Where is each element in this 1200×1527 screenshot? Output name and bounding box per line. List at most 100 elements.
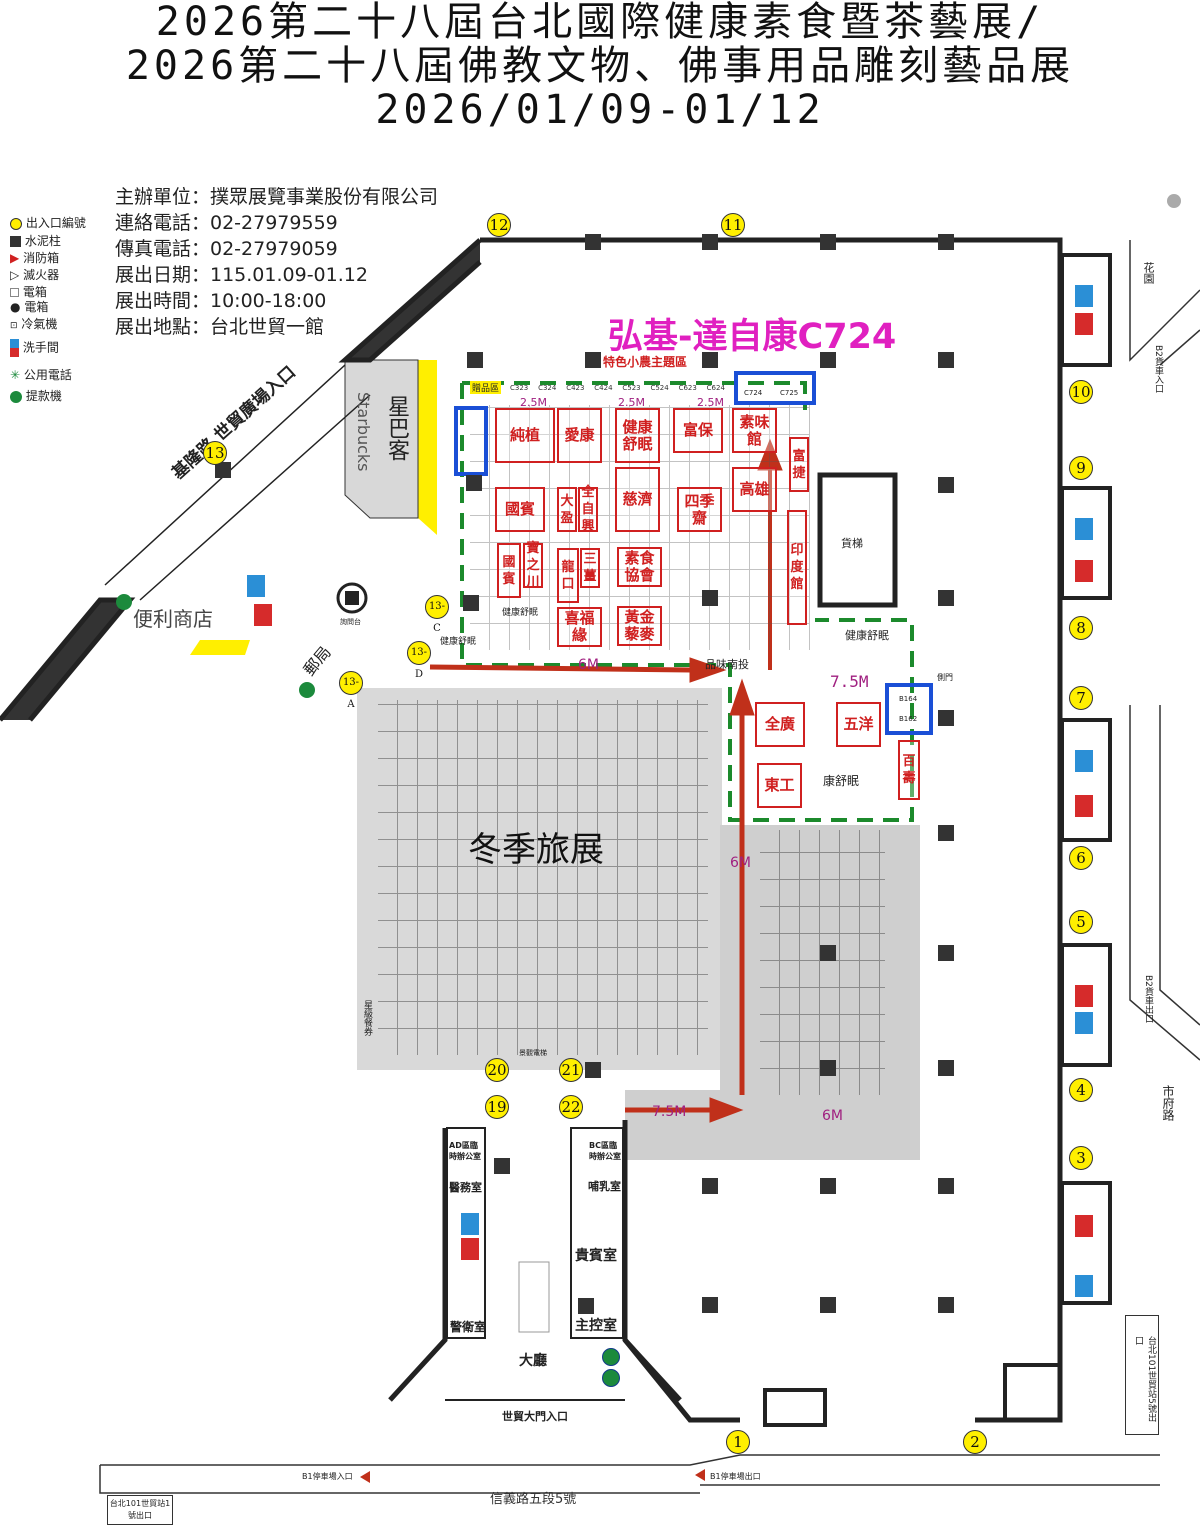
mrt-exit-5: 台北101世貿站5號出口 — [1125, 1315, 1159, 1435]
exit-marker: 10 — [1069, 380, 1093, 404]
booth-block[interactable]: 寶之川 — [523, 541, 543, 590]
pillar-icon — [215, 462, 231, 478]
booth-block[interactable]: 素食協會 — [617, 547, 662, 587]
booth-block[interactable]: 國賓 — [495, 487, 545, 532]
freight-elevator-label: 貨梯 — [841, 537, 863, 550]
booth-block[interactable]: 印度館 — [787, 510, 807, 625]
booth-block[interactable]: 富保 — [673, 408, 723, 453]
restroom-icon — [461, 1213, 479, 1235]
xinyi-road-label: 信義路五段5號 — [490, 1492, 577, 1507]
medical-room-label: 醫務室 — [449, 1181, 482, 1194]
highlight-box-b164[interactable]: B164 B162 — [885, 683, 933, 735]
atm-icon — [10, 389, 22, 403]
booth-block[interactable]: 高雄 — [732, 467, 777, 512]
pillar-icon — [585, 352, 601, 368]
side-door-label: 側門 — [937, 673, 953, 682]
aisle-width: 7.5M — [830, 672, 869, 691]
booth-block[interactable]: 慈濟 — [615, 467, 660, 532]
atm-icon — [299, 682, 315, 698]
exit-number-icon — [10, 216, 22, 230]
pillar-icon — [938, 710, 954, 726]
restroom-icon — [1075, 985, 1093, 1007]
control-room-label: 主控室 — [575, 1318, 617, 1334]
restroom-icon — [1075, 285, 1093, 307]
aisle-width: 2.5M — [520, 396, 547, 409]
exit-marker: 12 — [487, 213, 511, 237]
winter-travel-label: 冬季旅展 — [468, 830, 604, 870]
aisle-width: 6M — [730, 855, 751, 871]
aisle-width: 2.5M — [697, 396, 724, 409]
public-phone-icon: ✳ — [10, 368, 21, 382]
air-conditioner-icon: ⊡ — [10, 321, 18, 331]
pillar-icon — [820, 234, 836, 250]
atm-icon — [602, 1369, 620, 1387]
booth-block[interactable]: 全自興 — [578, 485, 598, 534]
highlight-box-c-left[interactable] — [454, 406, 488, 476]
booth-block[interactable]: 黃金藜麥 — [617, 606, 662, 646]
aisle-width: 7.5M — [652, 1104, 687, 1120]
booth-block[interactable]: 健康舒眠 — [615, 408, 660, 463]
exit-marker: 4 — [1069, 1078, 1093, 1102]
pillar-icon — [938, 590, 954, 606]
b2-truck-entrance-label: B2貨車入口 — [1153, 345, 1163, 393]
booth-block[interactable]: 大盈 — [557, 487, 577, 532]
booth-block[interactable]: 富捷 — [789, 437, 809, 492]
aisle-width: 2.5M — [618, 396, 645, 409]
aisle-arrows — [429, 438, 783, 1123]
restroom-icon — [1075, 1012, 1093, 1034]
pillar-icon — [463, 595, 479, 611]
booth-code-b162: B162 — [899, 715, 918, 723]
exit-marker: 19 — [485, 1095, 509, 1119]
pillar-icon — [938, 945, 954, 961]
booth-block[interactable]: 五洋 — [836, 702, 881, 747]
exit-marker: 9 — [1069, 456, 1093, 480]
booth-block[interactable]: 全廣 — [755, 702, 805, 747]
booth-block[interactable]: 國賓 — [497, 543, 521, 598]
b1-parking-exit-label: B1停車場出口 — [710, 1472, 761, 1481]
farm-zone-label: 特色小農主題區 — [603, 355, 688, 369]
booth-block[interactable]: 三薑 — [580, 548, 600, 588]
pillar-icon — [702, 234, 718, 250]
restroom-icon — [247, 575, 265, 597]
kang-sleep-label: 康舒眠 — [823, 774, 860, 788]
aisle-width: 6M — [578, 657, 599, 673]
restroom-icon — [1075, 750, 1093, 772]
vip-room-label: 貴賓室 — [575, 1248, 617, 1264]
legend-item: 洗手間 — [10, 339, 59, 357]
main-entrance-label: 世貿大門入口 — [502, 1410, 568, 1423]
highlight-box-c724[interactable]: C724 C725 — [734, 371, 816, 405]
exit-marker: 2 — [963, 1430, 987, 1454]
sleep-zone-2: 健康舒眠 — [440, 637, 477, 647]
pillar-icon — [10, 234, 21, 248]
booth-block[interactable]: 純植 — [495, 408, 555, 463]
booth-block[interactable]: 愛康 — [557, 408, 602, 463]
garden-label: 花園 — [1142, 262, 1155, 284]
pillar-icon — [578, 1298, 594, 1314]
info-venue: 展出地點：台北世貿一館 — [115, 316, 325, 338]
pillar-icon — [938, 234, 954, 250]
legend-item: ✳ 公用電話 — [10, 368, 72, 382]
booth-block[interactable]: 素味館 — [732, 408, 777, 453]
ad-office-label: AD區臨時辦公室 — [449, 1141, 481, 1161]
booth-block[interactable]: 百壽 — [898, 740, 920, 800]
shifu-road-label: 市府路 — [1161, 1085, 1175, 1121]
exit-marker: 8 — [1069, 616, 1093, 640]
restroom-icon — [461, 1238, 479, 1260]
exit-marker: 11 — [721, 213, 745, 237]
pillar-icon — [702, 1178, 718, 1194]
atm-icon — [602, 1348, 620, 1366]
pillar-icon — [938, 352, 954, 368]
exit-marker: 13 — [203, 441, 227, 465]
restroom-icon — [1075, 518, 1093, 540]
highlight-exhibitor-label: 弘基-達自康C724 — [608, 317, 897, 357]
info-time: 展出時間：10:00-18:00 — [115, 290, 327, 312]
booth-block[interactable]: 喜福緣 — [557, 607, 602, 647]
booth-block[interactable]: 東工 — [757, 763, 802, 808]
aisle-width: 6M — [822, 1108, 843, 1124]
pillar-icon — [820, 1060, 836, 1076]
info-desk-label: 詢問台 — [340, 618, 361, 626]
restroom-icon — [1075, 560, 1093, 582]
booth-block[interactable]: 龍口 — [557, 548, 579, 603]
booth-block[interactable]: 四季齋 — [677, 487, 722, 532]
